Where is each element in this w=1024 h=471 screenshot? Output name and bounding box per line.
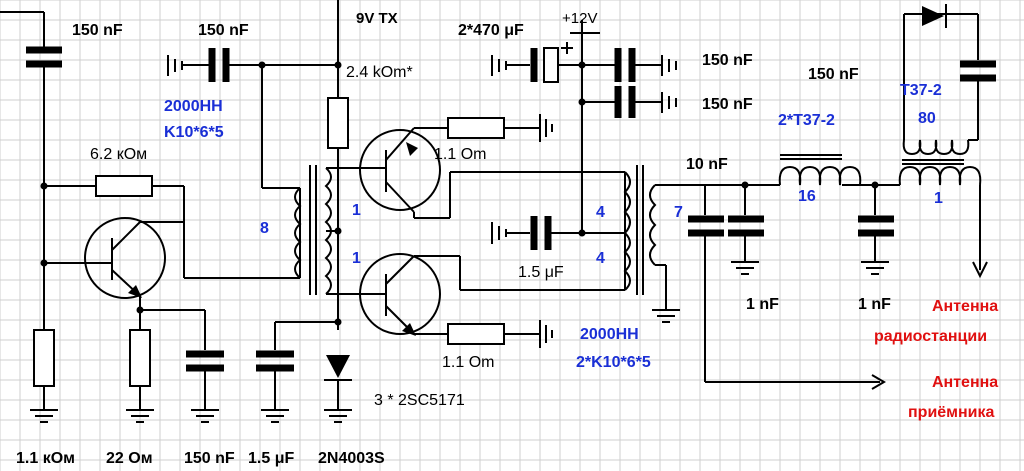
label-supply: +12V <box>562 10 598 27</box>
supply-network <box>491 20 677 250</box>
label-ferrite-left-2: K10*6*5 <box>164 124 224 141</box>
label-diode-bottom: 2N4003S <box>318 450 385 467</box>
emitter-resistors <box>447 114 553 348</box>
label-c-10n: 10 nF <box>686 156 728 173</box>
label-ant-rx-1: Антенна <box>932 374 999 391</box>
collector-wiring <box>414 171 625 291</box>
label-c-electrolytic: 2*470 μF <box>458 22 524 39</box>
label-toroid-right-turns: 80 <box>918 110 936 127</box>
label-t2-primary-bottom: 4 <box>596 250 605 267</box>
transistor-upper <box>338 127 448 218</box>
driver-transistor <box>84 186 300 350</box>
label-t1-sec-bottom: 1 <box>352 250 361 267</box>
output-filter <box>688 4 996 390</box>
label-c-1nF-a: 1 nF <box>746 296 779 313</box>
label-c-top-left: 150 nF <box>72 22 123 39</box>
label-t1-primary: 8 <box>260 220 269 237</box>
output-transformer <box>623 165 720 323</box>
label-c-top-mid: 150 nF <box>198 22 249 39</box>
label-r-22: 22 Ом <box>106 450 153 467</box>
label-c-bottom-1-5: 1.5 μF <box>248 450 295 467</box>
label-c-bottom-150: 150 nF <box>184 450 235 467</box>
label-r-bias: 6.2 кОм <box>90 146 148 163</box>
label-l-1: 1 <box>934 190 943 207</box>
label-c-output-series: 150 nF <box>808 66 859 83</box>
label-ferrite-right-1: 2000HH <box>580 326 639 343</box>
label-c-supply-1: 150 nF <box>702 52 753 69</box>
label-c-1-5uF-mid: 1.5 μF <box>518 264 564 281</box>
label-ferrite-right-2: 2*K10*6*5 <box>576 354 651 371</box>
label-r-emitter-bottom: 1.1 Om <box>442 354 495 371</box>
bias-column <box>256 0 352 423</box>
label-t1-sec-top: 1 <box>352 202 361 219</box>
resistor-22-ohm <box>126 310 154 423</box>
label-l-16: 16 <box>798 188 816 205</box>
label-r-base-bottom: 1.1 кОм <box>16 450 75 467</box>
label-9v-tx: 9V TX <box>356 10 398 27</box>
label-ant-tx-2: радиостанции <box>874 328 988 345</box>
transistor-lower <box>338 253 448 336</box>
label-c-supply-2: 150 nF <box>702 96 753 113</box>
label-ant-rx-2: приёмника <box>908 404 995 421</box>
label-t2-primary-top: 4 <box>596 204 605 221</box>
label-toroid-right: T37-2 <box>900 82 942 99</box>
resistor-1-1k <box>30 329 58 423</box>
label-ferrite-left-1: 2000HH <box>164 98 223 115</box>
input-transformer <box>294 165 338 295</box>
label-toroid-pair: 2*T37-2 <box>778 112 835 129</box>
label-r-collector: 2.4 kOm* <box>346 64 413 81</box>
left-input-network <box>0 11 184 330</box>
label-t2-secondary: 7 <box>674 204 683 221</box>
label-transistors: 3 * 2SC5171 <box>374 392 465 409</box>
label-r-emitter-top: 1.1 Om <box>434 146 487 163</box>
capacitor-150nF-bottom <box>186 350 224 423</box>
label-ant-tx-1: Антенна <box>932 298 999 315</box>
label-c-1nF-b: 1 nF <box>858 296 891 313</box>
